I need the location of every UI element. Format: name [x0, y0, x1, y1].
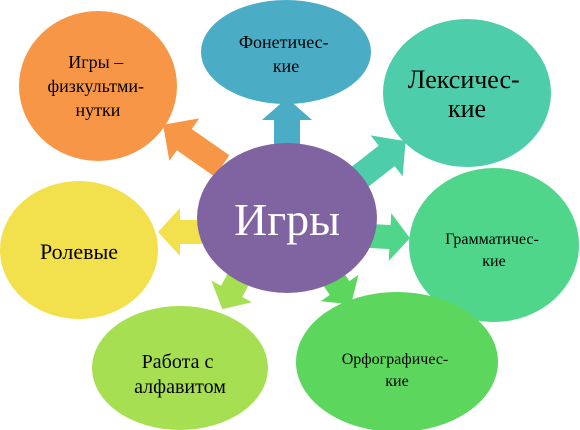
- node-phonetic-circle: [201, 0, 371, 104]
- arrow-to-role-icon: [158, 208, 202, 256]
- node-grammatical-label: Грамматичес- кие: [445, 231, 543, 270]
- arrow-to-physical-icon: [163, 118, 230, 177]
- node-physical-circle: [19, 11, 177, 161]
- center-node: Игры: [197, 143, 377, 293]
- node-orthographic-circle: [296, 292, 498, 430]
- arrow-to-grammatical-icon: [369, 213, 410, 262]
- node-alphabet: Работа с алфавитом: [92, 306, 268, 430]
- node-lexical-circle: [383, 19, 551, 167]
- node-alphabet-circle: [92, 306, 268, 430]
- node-grammatical: Грамматичес- кие: [409, 168, 579, 322]
- node-orthographic: Орфографичес- кие: [296, 292, 498, 430]
- center-circle: [197, 143, 377, 293]
- node-physical-label: Игры – физкультми- нутки: [48, 52, 149, 120]
- node-role-label: Ролевые: [40, 239, 118, 264]
- arrow-to-phonetic-icon: [262, 98, 312, 150]
- node-lexical: Лексичес- кие: [383, 19, 551, 167]
- node-phonetic: Фонетичес- кие: [201, 0, 371, 104]
- node-orthographic-label: Орфографичес- кие: [342, 351, 453, 390]
- node-phonetic-label: Фонетичес- кие: [239, 32, 333, 76]
- node-grammatical-circle: [409, 168, 579, 322]
- center-label: Игры: [234, 194, 340, 245]
- node-lexical-label: Лексичес- кие: [408, 65, 526, 123]
- node-physical: Игры – физкультми- нутки: [19, 11, 177, 161]
- node-role: Ролевые: [0, 181, 158, 319]
- node-role-circle: [0, 181, 158, 319]
- node-alphabet-label: Работа с алфавитом: [134, 351, 226, 398]
